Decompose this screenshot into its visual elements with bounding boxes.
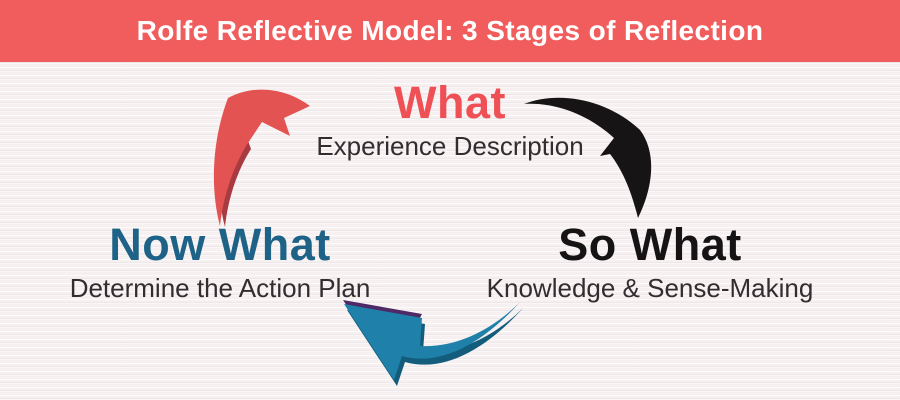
red-curved-arrow-icon (213, 89, 310, 227)
page-title: Rolfe Reflective Model: 3 Stages of Refl… (136, 15, 764, 46)
red-arrow-body (213, 89, 310, 226)
stage-now-what-caption: Determine the Action Plan (69, 273, 371, 303)
title-bar: Rolfe Reflective Model: 3 Stages of Refl… (0, 0, 900, 62)
stage-so-what: So What Knowledge & Sense-Making (450, 222, 850, 301)
stage-so-what-caption: Knowledge & Sense-Making (486, 273, 814, 303)
blue-arrow-body (344, 302, 520, 380)
black-curved-arrow-icon (524, 97, 652, 218)
blue-curved-arrow-icon (343, 300, 523, 386)
stage-now-what-label: Now What (109, 219, 331, 270)
stage-what-label: What (394, 77, 506, 128)
stage-what-caption: Experience Description (316, 131, 584, 161)
stage-now-what: Now What Determine the Action Plan (20, 222, 420, 301)
stage-so-what-label: So What (558, 219, 742, 270)
black-arrow-body (524, 97, 652, 218)
stage-what: What Experience Description (250, 80, 650, 159)
